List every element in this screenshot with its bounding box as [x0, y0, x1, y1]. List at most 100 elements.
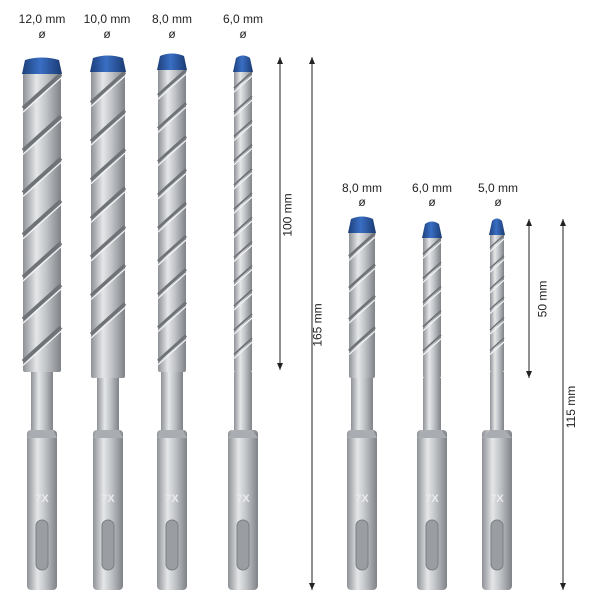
- flute-groove: [348, 263, 376, 289]
- flute-groove: [489, 275, 505, 290]
- flute-groove: [348, 232, 376, 258]
- bit-5-diameter-symbol: ø: [358, 195, 366, 209]
- carbide-tip: [157, 53, 187, 70]
- flute-highlight: [157, 106, 187, 133]
- flute-groove: [233, 119, 253, 138]
- flute-groove: [233, 313, 253, 331]
- flute-groove: [89, 263, 127, 297]
- flute-groove: [157, 68, 187, 97]
- flute-groove: [89, 109, 127, 143]
- flute-highlight: [157, 73, 187, 100]
- flute-groove: [21, 283, 63, 321]
- flute-highlight: [157, 272, 187, 299]
- flute-highlight: [90, 152, 126, 185]
- flute-groove: [489, 316, 505, 331]
- carbide-tip: [22, 57, 62, 74]
- drill-bit-6: 7X: [417, 221, 447, 590]
- flute-highlight: [157, 339, 187, 366]
- flute-highlight: [90, 229, 126, 262]
- bit-1-diameter-symbol: ø: [38, 27, 46, 41]
- bit-neck: [97, 378, 119, 430]
- flute-highlight: [22, 161, 62, 198]
- flute-highlight: [348, 330, 376, 356]
- flute-groove: [422, 237, 442, 255]
- shank-mark-7x: 7X: [35, 493, 49, 505]
- flute-groove: [233, 192, 253, 210]
- bit-3-diameter-label: 8,0 mm: [151, 12, 192, 26]
- drill-bit-7: 7X: [482, 218, 512, 590]
- flute-groove: [348, 294, 376, 321]
- flute-highlight: [348, 236, 376, 261]
- drill-bit-2: 7X: [89, 55, 127, 590]
- flute-highlight: [233, 99, 253, 117]
- flute-highlight: [233, 148, 253, 166]
- flute-highlight: [22, 288, 62, 324]
- flute-highlight: [233, 293, 253, 311]
- flute-groove: [21, 114, 63, 152]
- flute-highlight: [90, 307, 126, 339]
- flute-highlight: [489, 320, 505, 335]
- flute-highlight: [233, 196, 253, 214]
- flute-groove: [489, 337, 505, 352]
- flute-highlight: [157, 239, 187, 266]
- flute-groove: [89, 70, 127, 104]
- flute-highlight: [90, 114, 126, 146]
- flute-highlight: [22, 119, 62, 155]
- bit-neck: [490, 372, 504, 430]
- flute-highlight: [422, 314, 442, 332]
- shank-mark-7x: 7X: [355, 493, 369, 505]
- shank-taper: [347, 430, 377, 438]
- flute-highlight: [22, 330, 62, 366]
- bit-6-diameter-symbol: ø: [428, 195, 436, 209]
- flute-highlight: [157, 173, 187, 200]
- flute-groove: [233, 71, 253, 89]
- flute-highlight: [233, 269, 253, 287]
- short-working-length-label: 50 mm: [535, 280, 550, 318]
- bit-neck: [161, 372, 183, 430]
- shank-taper: [27, 430, 57, 438]
- shank-taper: [228, 430, 258, 438]
- flute-highlight: [233, 341, 253, 359]
- bit-neck: [423, 378, 441, 430]
- flute-highlight: [489, 341, 505, 356]
- flute-highlight: [233, 220, 253, 238]
- flute-groove: [233, 168, 253, 186]
- flute-groove: [21, 199, 63, 237]
- flute-groove: [489, 296, 505, 310]
- flute-groove: [89, 225, 127, 259]
- bit-shank: [417, 430, 447, 590]
- flute-highlight: [233, 172, 253, 190]
- flute-groove: [489, 234, 505, 249]
- bit-4-diameter-label: 6,0 mm: [222, 12, 263, 26]
- flute-highlight: [489, 300, 505, 314]
- carbide-tip: [90, 55, 126, 72]
- flute-highlight: [90, 75, 126, 108]
- flute-groove: [233, 337, 253, 356]
- bit-neck: [31, 372, 53, 430]
- flute-highlight: [422, 338, 442, 356]
- carbide-tip: [489, 218, 505, 235]
- shank-taper: [93, 430, 123, 438]
- shank-taper: [157, 430, 187, 438]
- flute-body: [423, 236, 441, 378]
- bit-5-diameter-label: 8,0 mm: [341, 181, 382, 195]
- flute-body: [91, 70, 125, 378]
- flute-groove: [157, 301, 187, 329]
- flute-groove: [157, 234, 187, 263]
- bit-7-diameter-label: 5,0 mm: [477, 181, 518, 195]
- bit-6-diameter-label: 6,0 mm: [411, 181, 452, 195]
- sds-slot: [35, 519, 49, 571]
- bit-2-diameter-symbol: ø: [103, 27, 111, 41]
- drill-bit-3: 7X: [157, 53, 187, 590]
- flute-highlight: [157, 305, 187, 333]
- flute-groove: [89, 186, 127, 220]
- flute-groove: [233, 143, 253, 162]
- flute-groove: [233, 264, 253, 283]
- flute-highlight: [348, 267, 376, 293]
- bit-2-diameter-label: 10,0 mm: [83, 12, 131, 26]
- sds-slot: [165, 519, 179, 571]
- bit-7-diameter-symbol: ø: [494, 195, 502, 209]
- bit-shank: [27, 430, 57, 590]
- flute-body: [349, 231, 375, 378]
